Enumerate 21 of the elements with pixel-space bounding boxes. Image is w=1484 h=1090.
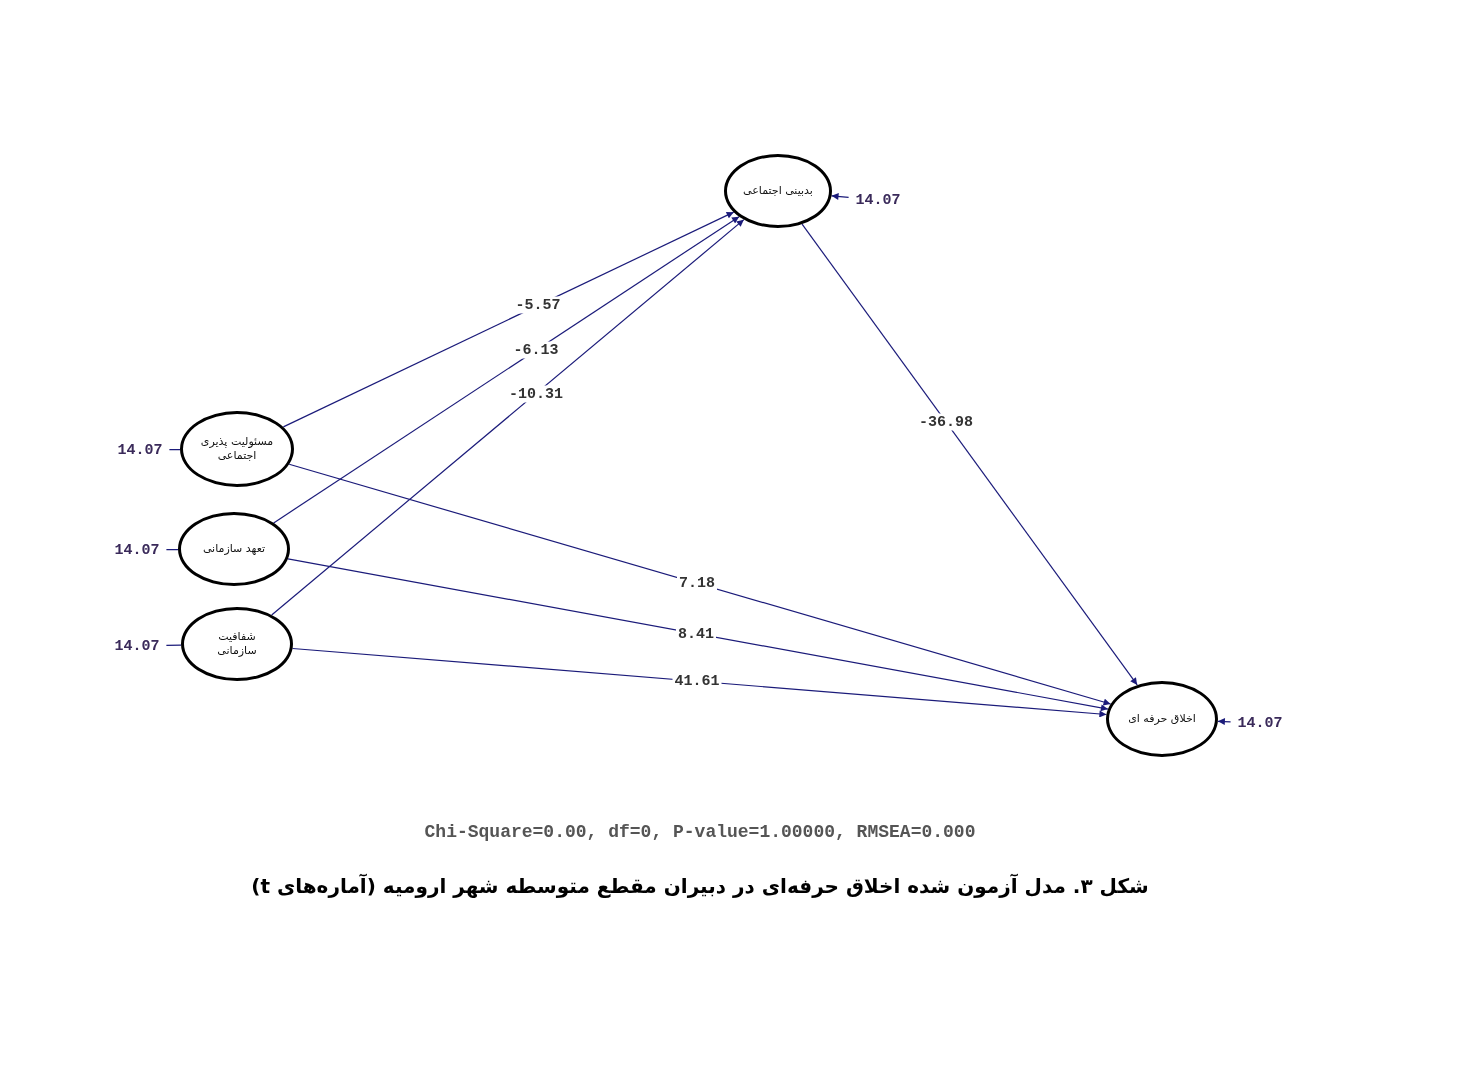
variable-name: شفافیت سازمانی <box>216 630 258 658</box>
error-variance-value: 14.07 <box>1232 714 1288 732</box>
error-variance-value: 14.07 <box>850 191 906 209</box>
error-variance-value: 14.07 <box>109 541 165 559</box>
variable-name: مسئولیت پذیری اجتماعی <box>199 435 275 463</box>
arrow <box>287 558 1109 712</box>
connector-line <box>168 449 181 451</box>
arrow <box>271 219 745 616</box>
edge-label: 7.18 <box>677 574 717 592</box>
error-variance-value: 14.07 <box>112 441 168 459</box>
variable-name: اخلاق حرفه ای <box>1128 712 1196 726</box>
connector-line <box>165 644 182 646</box>
variable-name: بدبینی اجتماعی <box>743 184 813 198</box>
variable-name: تعهد سازمانی <box>202 542 266 556</box>
error-variance-value: 14.07 <box>109 637 165 655</box>
figure-caption: شکل ۳. مدل آزمون شده اخلاق حرفه‌ای در دبیران مقطع متوسطه شهر ارومیه (آماره‌های t) <box>250 874 1150 898</box>
fit-statistics: Chi-Square=0.00, df=0, P-value=1.00000, RMSEA=0.000 <box>423 822 977 842</box>
arrow <box>830 192 850 200</box>
arrow <box>1217 718 1232 726</box>
arrow <box>291 647 1107 718</box>
connector-line <box>165 549 179 551</box>
